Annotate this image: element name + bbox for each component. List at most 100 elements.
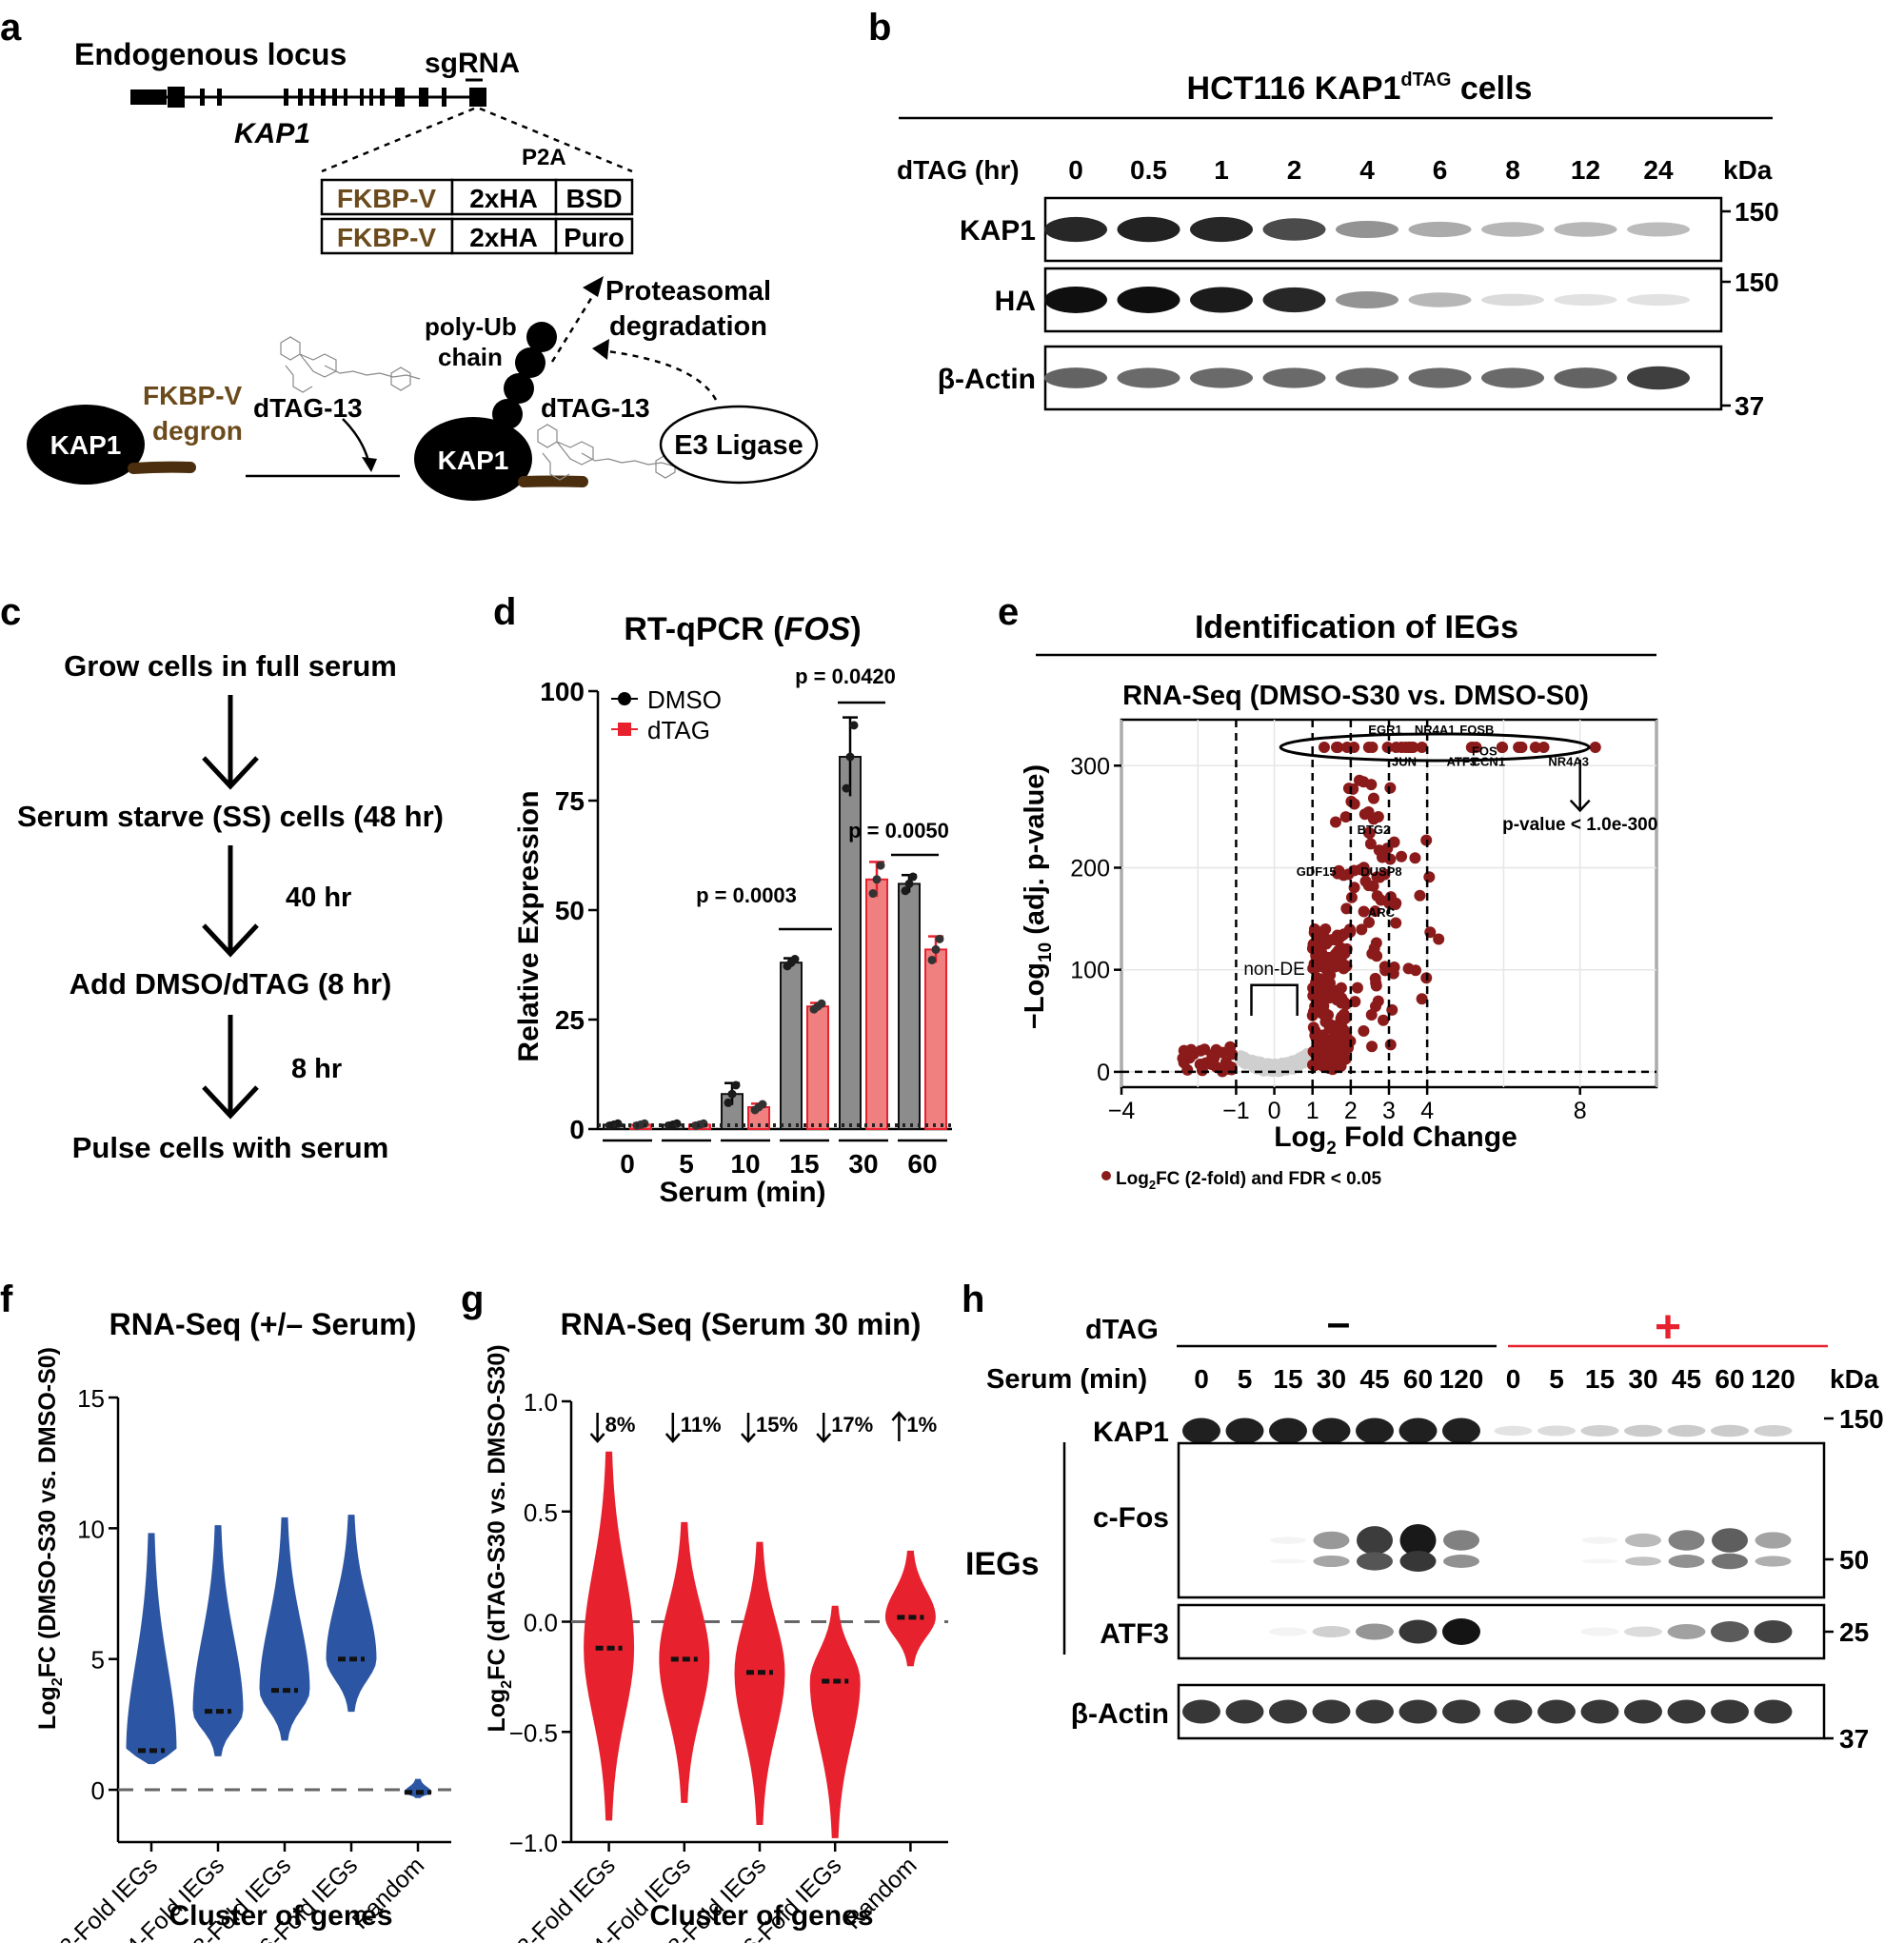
p-value-threshold-label: p-value < 1.0e-300: [1502, 815, 1657, 835]
dtag13-label-right: dTAG-13: [541, 393, 650, 423]
blot-band: [1409, 292, 1472, 307]
blot-band: [1496, 1559, 1532, 1563]
x-tick-label: 3: [1382, 1098, 1396, 1124]
chart-e-subtitle: RNA-Seq (DMSO-S30 vs. DMSO-S0): [1122, 681, 1589, 711]
x-tick-label: 10: [730, 1149, 760, 1179]
dtag-time-label: dTAG (hr): [897, 155, 1020, 185]
down-arrow-icon: [591, 1413, 605, 1441]
chart-g-title: RNA-Seq (Serum 30 min): [561, 1307, 922, 1341]
chart-d-title: RT-qPCR (FOS): [624, 611, 861, 647]
panel-a: a Endogenous locus sgRNA KAP1: [0, 7, 817, 501]
fkbpv-degron-label: FKBP-V: [143, 381, 243, 410]
blot-band: [1190, 367, 1253, 387]
x-tick-label: 5: [679, 1149, 694, 1179]
de-point: [1352, 982, 1363, 994]
de-point: [1376, 895, 1387, 906]
percent-label: 17%: [831, 1413, 873, 1437]
time-tick-label: 5: [1549, 1364, 1564, 1394]
de-point: [1331, 985, 1342, 997]
down-arrow-icon: [204, 845, 257, 954]
chart-d-ylabel: Relative Expression: [513, 790, 545, 1061]
kap1-protein-label: KAP1: [50, 430, 122, 460]
replicate-point: [928, 956, 937, 964]
replicate-point: [873, 875, 882, 883]
time-tick-label: 45: [1359, 1364, 1389, 1394]
p-value-label: p = 0.0003: [696, 883, 797, 907]
de-point: [1378, 1015, 1389, 1026]
blot-row-label: ATF3: [1100, 1618, 1169, 1650]
panel-letter-f: f: [0, 1279, 13, 1320]
time-tick-label: 15: [1585, 1364, 1615, 1394]
de-point: [1385, 1039, 1397, 1050]
chain-label: chain: [438, 343, 503, 371]
blot-band: [1313, 1700, 1351, 1724]
time-tick-label: 4: [1359, 155, 1375, 185]
de-point: [1396, 851, 1407, 862]
replicate-point: [909, 873, 918, 882]
y-tick-label: 50: [555, 896, 585, 925]
replicate-point: [724, 1099, 733, 1107]
chart-f-xlabel: Cluster of genes: [169, 1900, 392, 1932]
y-tick-label: 25: [555, 1005, 585, 1035]
de-point: [1200, 1058, 1211, 1069]
dtag13-molecule-left: [281, 337, 420, 392]
blot-band: [1263, 218, 1326, 241]
de-point: [1339, 960, 1351, 971]
bar: [925, 949, 946, 1129]
chart-f-title: RNA-Seq (+/– Serum): [109, 1307, 417, 1341]
panel-e: e Identification of IEGs RNA-Seq (DMSO-S…: [998, 591, 1657, 1192]
replicate-point: [843, 784, 851, 793]
blot-band: [1581, 1628, 1619, 1636]
bar: [807, 1006, 828, 1129]
panel-c: c Grow cells in full serumSerum starve (…: [0, 591, 444, 1164]
legend-label: DMSO: [647, 685, 722, 714]
de-point: [1391, 742, 1402, 753]
replicate-point: [728, 1090, 737, 1099]
panel-b: b HCT116 KAP1dTAG cells dTAG (hr) 00.512…: [868, 7, 1779, 421]
blot-band: [1409, 222, 1472, 237]
blot-band: [1495, 1628, 1533, 1636]
blot-band: [1669, 1555, 1705, 1568]
de-point: [1423, 871, 1435, 882]
de-point: [1358, 1025, 1369, 1037]
blot-band: [1668, 1425, 1706, 1437]
de-point: [1373, 996, 1384, 1007]
blot-band: [1118, 287, 1180, 313]
blot-band: [1537, 1426, 1576, 1437]
de-point: [1314, 1044, 1325, 1056]
x-tick-label: 8: [1574, 1098, 1587, 1124]
time-tick-label: 15: [1273, 1364, 1302, 1394]
time-tick-label: 45: [1672, 1364, 1701, 1394]
blot-band: [1183, 1559, 1220, 1563]
de-point: [1384, 783, 1396, 794]
y-tick-label: 0.5: [524, 1498, 558, 1527]
down-arrow-icon: [742, 1413, 755, 1441]
blot-band: [1755, 1556, 1792, 1566]
chart-e: 0100200300−4−1012348EGR1NR4A1FOSBFOSJUNA…: [1070, 720, 1657, 1124]
workflow-step: Add DMSO/dTAG (8 hr): [69, 967, 392, 1001]
blot-band: [1356, 1418, 1394, 1444]
blot-band: [1314, 1532, 1350, 1550]
blot-band: [1190, 217, 1253, 242]
de-point: [1414, 890, 1425, 902]
blot-band: [1357, 1552, 1393, 1570]
violin: [260, 1517, 309, 1740]
panel-letter-e: e: [998, 591, 1019, 633]
de-point: [1181, 1064, 1193, 1076]
violin: [327, 1516, 376, 1712]
de-point: [1381, 843, 1393, 854]
blot-row-kap1: KAP1150: [1093, 1404, 1884, 1448]
gene-label: NR4A1: [1415, 723, 1456, 737]
down-arrow-icon: [817, 1413, 830, 1441]
y-tick-label: 0: [569, 1115, 585, 1144]
blot-band: [1669, 1530, 1705, 1550]
gene-label: DUSP8: [1360, 864, 1401, 879]
de-point: [1365, 838, 1377, 849]
blot-band: [1624, 1425, 1662, 1437]
blot-band: [1555, 294, 1617, 306]
gene-label: BTG2: [1358, 823, 1391, 837]
y-tick-label: 0.0: [524, 1609, 558, 1637]
gene-label: CCN1: [1472, 754, 1505, 768]
time-tick-label: 6: [1433, 155, 1448, 185]
